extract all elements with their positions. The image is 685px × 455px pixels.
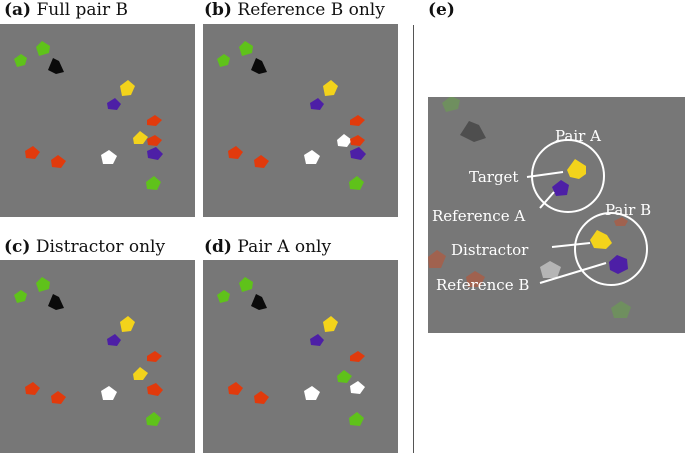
distractor-label: Distractor: [451, 241, 529, 259]
distractor-blob: [590, 230, 612, 249]
panel-b-letter: (b): [204, 0, 232, 20]
faded-green-blob: [611, 301, 631, 318]
yellow-blob: [133, 131, 148, 144]
white-blob: [101, 386, 117, 400]
purple-blob: [107, 334, 121, 346]
green-blob: [217, 290, 230, 303]
reference-a-blob: [552, 180, 569, 196]
yellow-blob: [323, 80, 338, 96]
red-blob: [51, 155, 66, 168]
scene-a-canvas: [14, 41, 163, 190]
red-blob: [350, 351, 365, 362]
yellow-blob: [120, 80, 135, 96]
pair-a-circle: [531, 139, 605, 213]
black-blob: [251, 58, 267, 74]
green-blob: [14, 54, 27, 67]
faded-red-blob: [428, 250, 446, 268]
red-blob: [254, 391, 269, 404]
red-blob: [147, 383, 163, 396]
scene-pair-a-only: [203, 260, 398, 453]
green-blob: [349, 412, 364, 426]
pair-b-circle: [574, 212, 648, 286]
panel-c-letter: (c): [4, 237, 31, 257]
red-blob: [350, 135, 365, 146]
reference-a-label: Reference A: [432, 207, 525, 225]
black-blob: [251, 294, 267, 310]
green-blob: [239, 41, 253, 56]
green-blob: [146, 176, 161, 190]
faded-red-blob: [614, 217, 628, 226]
pair-b-label: Pair B: [605, 201, 651, 219]
red-blob: [254, 155, 269, 168]
panel-a-letter: (a): [4, 0, 32, 20]
white-blob: [101, 150, 117, 164]
red-blob: [147, 135, 162, 146]
white-blob: [350, 381, 365, 394]
green-blob: [349, 176, 364, 190]
pair-a-label: Pair A: [555, 127, 601, 145]
red-blob: [228, 146, 243, 159]
red-blob: [51, 391, 66, 404]
faded-red-blob: [466, 271, 485, 287]
distractor-leader-line: [551, 242, 591, 248]
faded-black-blob: [460, 121, 486, 142]
purple-blob: [350, 147, 366, 160]
scene-e-canvas: Pair A Pair B Target Reference A Distrac…: [428, 97, 651, 318]
green-blob: [14, 290, 27, 303]
scene-d-canvas: [217, 277, 365, 426]
target-label: Target: [469, 168, 518, 186]
green-blob: [239, 277, 253, 292]
panel-d-title: Pair A only: [237, 237, 332, 257]
panel-divider: [413, 25, 414, 453]
red-blob: [25, 146, 40, 159]
panel-a-title: Full pair B: [36, 0, 129, 20]
red-blob: [147, 351, 162, 362]
reference-a-leader-line: [539, 191, 555, 209]
yellow-blob: [323, 316, 338, 332]
purple-blob: [147, 147, 163, 160]
reference-b-label: Reference B: [436, 276, 529, 294]
scene-zoom: Pair A Pair B Target Reference A Distrac…: [428, 97, 685, 333]
green-blob: [36, 41, 50, 56]
green-blob: [36, 277, 50, 292]
scene-full-pair-b: [0, 24, 195, 217]
faded-white-blob: [540, 261, 561, 278]
reference-b-leader-line: [539, 262, 607, 284]
scene-reference-b-only: [203, 24, 398, 217]
green-blob: [146, 412, 161, 426]
faded-green-blob: [442, 97, 460, 112]
reference-b-blob: [609, 255, 628, 274]
panel-d-label: (d) Pair A only: [204, 237, 331, 257]
scene-c-canvas: [14, 277, 163, 426]
panel-d-letter: (d): [204, 237, 232, 257]
scene-distractor-only: [0, 260, 195, 453]
panel-c-label: (c) Distractor only: [4, 237, 165, 257]
target-blob: [567, 159, 586, 179]
white-blob: [304, 386, 320, 400]
red-blob: [350, 115, 365, 126]
purple-blob: [310, 98, 324, 110]
yellow-blob: [133, 367, 148, 380]
purple-blob: [107, 98, 121, 110]
purple-blob: [310, 334, 324, 346]
black-blob: [48, 294, 64, 310]
red-blob: [228, 382, 243, 395]
panel-b-label: (b) Reference B only: [204, 0, 385, 20]
white-blob: [304, 150, 320, 164]
black-blob: [48, 58, 64, 74]
red-blob: [147, 115, 162, 126]
target-leader-line: [526, 171, 564, 178]
panel-a-label: (a) Full pair B: [4, 0, 128, 20]
panel-b-title: Reference B only: [237, 0, 385, 20]
red-blob: [25, 382, 40, 395]
scene-b-canvas: [217, 41, 366, 190]
yellow-blob: [120, 316, 135, 332]
green-blob: [217, 54, 230, 67]
white-blob: [337, 134, 352, 147]
panel-c-title: Distractor only: [35, 237, 166, 257]
panel-e-letter: (e): [428, 0, 455, 20]
green-blob: [337, 370, 352, 383]
panel-e-label: (e): [428, 0, 455, 20]
